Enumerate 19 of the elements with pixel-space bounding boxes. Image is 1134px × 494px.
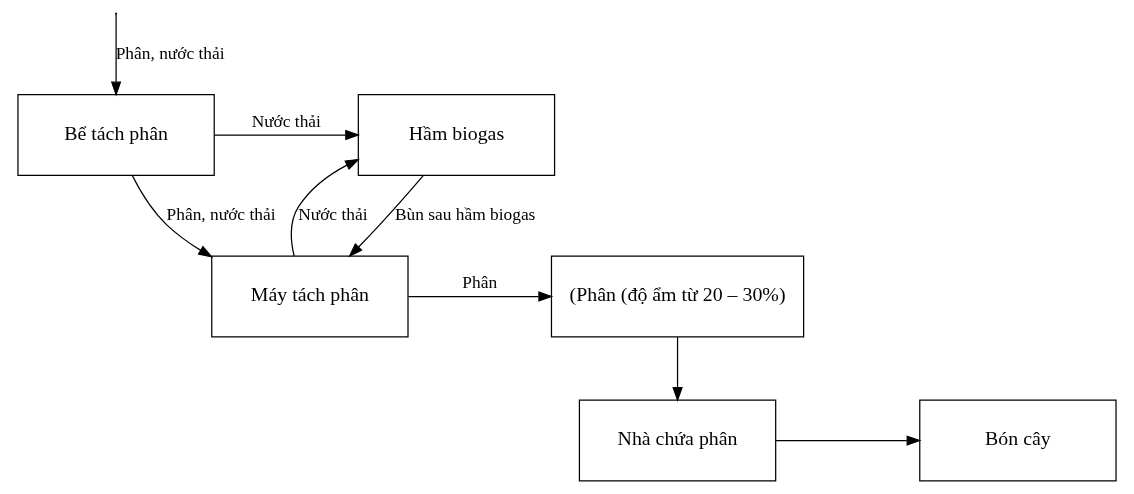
node-box: Bón cây — [919, 399, 1117, 482]
edge-label: Phân, nước thải — [166, 205, 276, 225]
edge-label: Nước thải — [251, 111, 321, 131]
arrow — [775, 435, 922, 446]
edge-label: Phân — [462, 273, 498, 293]
arrow — [672, 336, 683, 402]
arrow — [213, 129, 361, 141]
edge-label: Nước thải — [298, 205, 368, 225]
arrow — [407, 291, 554, 302]
node-box: Bể tách phân — [17, 94, 215, 176]
node-box: Hầm biogas — [357, 94, 556, 176]
node-box: (Phân (độ ẩm từ 20 – 30%) — [550, 255, 805, 338]
arrow — [290, 158, 360, 257]
node-box: Máy tách phân — [211, 255, 409, 338]
arrow — [348, 175, 424, 258]
arrow — [110, 13, 122, 97]
edge-label: Bùn sau hầm biogas — [394, 205, 536, 225]
node-box: Nhà chứa phân — [578, 399, 777, 482]
arrow — [131, 174, 214, 258]
